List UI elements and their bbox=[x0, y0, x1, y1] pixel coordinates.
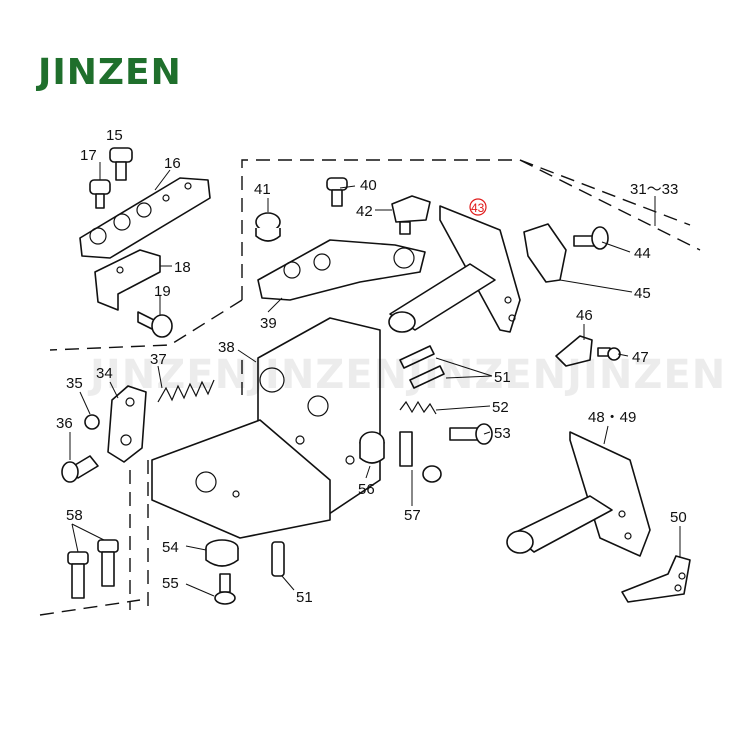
base-plate bbox=[151, 419, 331, 539]
callout-31-33: 31～33 bbox=[630, 181, 678, 198]
part-39-plate bbox=[257, 239, 426, 301]
part-17-screw bbox=[89, 179, 111, 209]
callout-50: 50 bbox=[670, 509, 687, 526]
callout-56: 56 bbox=[358, 481, 375, 498]
part-56-bushing bbox=[359, 431, 385, 464]
part-44-screw bbox=[573, 226, 609, 250]
callout-47: 47 bbox=[632, 349, 649, 366]
part-41-cap bbox=[255, 212, 281, 242]
part-48-49-plate bbox=[569, 431, 651, 557]
callout-46: 46 bbox=[576, 307, 593, 324]
callout-55: 55 bbox=[162, 575, 179, 592]
part-45-block bbox=[523, 223, 567, 283]
callout-51-upper: 51 bbox=[494, 369, 511, 386]
part-51-lower-pin bbox=[271, 541, 285, 577]
callout-37: 37 bbox=[150, 351, 167, 368]
callout-42: 42 bbox=[356, 203, 373, 220]
part-52-spring bbox=[399, 400, 437, 415]
callout-54: 54 bbox=[162, 539, 179, 556]
part-57-screw bbox=[399, 431, 442, 483]
leader-lines bbox=[69, 162, 681, 597]
callout-15: 15 bbox=[106, 127, 123, 144]
part-15-screw bbox=[109, 147, 133, 181]
callout-48-49: 48・49 bbox=[588, 409, 636, 426]
callout-19: 19 bbox=[154, 283, 171, 300]
callout-52: 52 bbox=[492, 399, 509, 416]
part-54-washer bbox=[205, 539, 239, 567]
part-43-plate bbox=[439, 205, 521, 333]
part-35-pin bbox=[84, 414, 100, 430]
part-53-screw bbox=[449, 423, 493, 445]
callout-57: 57 bbox=[404, 507, 421, 524]
callout-labels: 15 17 16 18 19 31～33 34 35 36 37 38 39 4… bbox=[56, 127, 687, 606]
part-34-plate bbox=[107, 385, 147, 463]
part-19-screw bbox=[137, 311, 173, 338]
part-40-screw bbox=[326, 177, 348, 207]
part-18-bracket bbox=[94, 249, 161, 311]
part-51-pins bbox=[399, 345, 445, 389]
callout-43: 43 bbox=[471, 201, 485, 215]
part-47-screw bbox=[597, 347, 621, 361]
callout-45: 45 bbox=[634, 285, 651, 302]
callout-16: 16 bbox=[164, 155, 181, 172]
part-50-lever bbox=[621, 555, 691, 603]
callout-40: 40 bbox=[360, 177, 377, 194]
callout-18: 18 bbox=[174, 259, 191, 276]
callout-43-highlight bbox=[469, 198, 487, 216]
callout-44: 44 bbox=[634, 245, 651, 262]
callout-17: 17 bbox=[80, 147, 97, 164]
callout-38: 38 bbox=[218, 339, 235, 356]
callout-35: 35 bbox=[66, 375, 83, 392]
callout-34: 34 bbox=[96, 365, 113, 382]
callout-39: 39 bbox=[260, 315, 277, 332]
callout-58: 58 bbox=[66, 507, 83, 524]
callout-41: 41 bbox=[254, 181, 271, 198]
part-37-spring bbox=[157, 379, 215, 403]
part-36-screw bbox=[61, 455, 99, 483]
part-55-screw bbox=[214, 573, 236, 605]
part-42-knob bbox=[391, 195, 431, 235]
part-58-screws bbox=[67, 539, 119, 599]
callout-51-lower: 51 bbox=[296, 589, 313, 606]
callout-36: 36 bbox=[56, 415, 73, 432]
brand-logo: JINZEN bbox=[38, 52, 182, 93]
part-46-lever bbox=[555, 335, 593, 367]
dashed-boundaries bbox=[39, 159, 701, 616]
callout-53: 53 bbox=[494, 425, 511, 442]
part-16-plate bbox=[79, 177, 211, 259]
